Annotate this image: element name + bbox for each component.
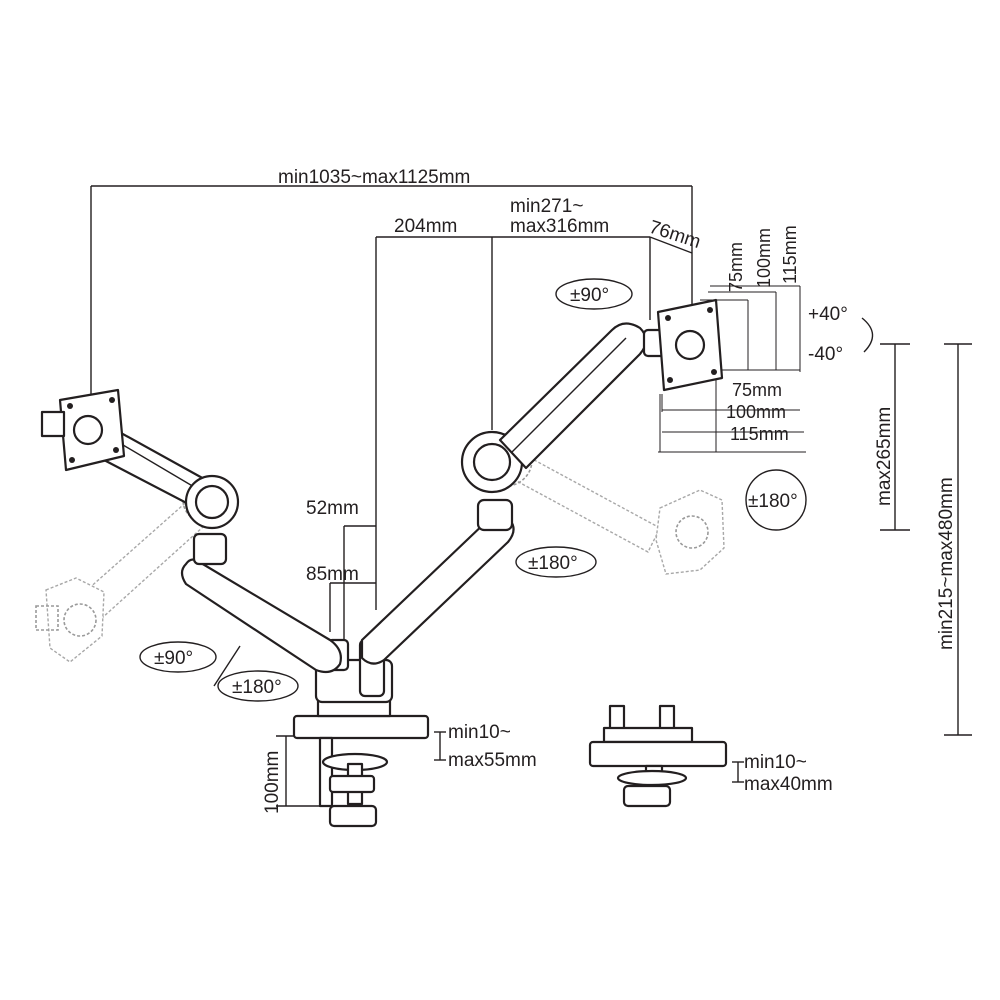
offset-85-label: 85mm bbox=[306, 564, 359, 585]
clamp-range-label-line2: max55mm bbox=[448, 750, 537, 771]
grommet-range-label-line1: min10~ bbox=[744, 752, 807, 773]
height-range-label: min215~max480mm bbox=[936, 477, 957, 650]
arm-range-label-line1: min271~ bbox=[510, 196, 583, 217]
clamp-height-label: 100mm bbox=[262, 751, 283, 814]
arm-range-label-line2: max316mm bbox=[510, 216, 609, 237]
vesa-75-vertical-label: 75mm bbox=[726, 242, 746, 292]
vesa-75-horizontal-label: 75mm bbox=[732, 380, 782, 400]
swivel-top-label: ±90° bbox=[570, 285, 609, 306]
desk-clamp bbox=[292, 698, 430, 828]
rotation-markers bbox=[139, 278, 874, 702]
offset-52-label: 52mm bbox=[306, 498, 359, 519]
vesa-115-vertical-label: 115mm bbox=[780, 225, 800, 284]
tilt-up-label: +40° bbox=[808, 304, 848, 325]
offset-76-label: 76mm bbox=[646, 217, 703, 253]
span-204-label: 204mm bbox=[394, 216, 457, 237]
rotate-center-label: ±180° bbox=[528, 553, 578, 574]
vesa-100-vertical-label: 100mm bbox=[754, 228, 774, 288]
max-height-265-label: max265mm bbox=[874, 407, 895, 506]
vesa-100-horizontal-label: 100mm bbox=[726, 402, 786, 422]
rotate-left-label: ±180° bbox=[232, 677, 282, 698]
grommet-base bbox=[588, 704, 728, 808]
tilt-down-label: -40° bbox=[808, 344, 843, 365]
clamp-range-label-line1: min10~ bbox=[448, 722, 511, 743]
right-arm bbox=[360, 298, 724, 665]
rotate-right-label: ±180° bbox=[748, 491, 798, 512]
vesa-115-horizontal-label: 115mm bbox=[730, 424, 789, 444]
overall-width-label: min1035~max1125mm bbox=[278, 167, 470, 188]
dimension-lines bbox=[90, 185, 972, 807]
swivel-left-label: ±90° bbox=[154, 648, 193, 669]
grommet-range-label-line2: max40mm bbox=[744, 774, 833, 795]
left-arm bbox=[40, 388, 342, 674]
ghost-right-arm bbox=[479, 433, 725, 575]
